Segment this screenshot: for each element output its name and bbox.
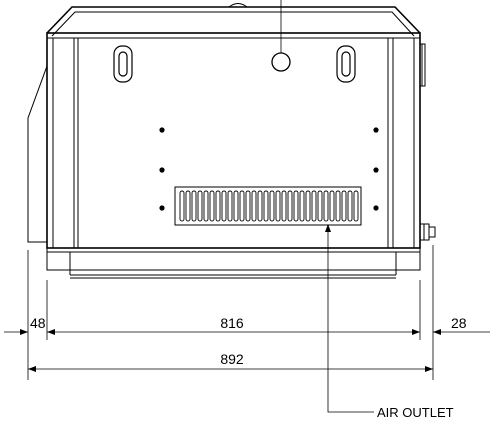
louvre-slot [353, 190, 359, 222]
louvre-slot [305, 190, 311, 222]
fuel-connector-cap [428, 226, 436, 238]
exhaust-port [271, 52, 291, 72]
louvre-slot [335, 190, 341, 222]
louvre-slot [179, 190, 185, 222]
louvre-slot [251, 190, 257, 222]
louvre-slot [329, 190, 335, 222]
louvre-slot [275, 190, 281, 222]
louvre-slot [245, 190, 251, 222]
louvre-slot [203, 190, 209, 222]
louvre-slot [323, 190, 329, 222]
louvre-slot [293, 190, 299, 222]
bolt-dot [373, 205, 379, 211]
bolt-dot [159, 167, 165, 173]
louvre-slot [317, 190, 323, 222]
dimension-arrows [20, 329, 441, 372]
louvre-slot [191, 190, 197, 222]
louvre-slot [185, 190, 191, 222]
louvre-slot [239, 190, 245, 222]
louvre-slot [215, 190, 221, 222]
enclosure-roof-outline [46, 6, 421, 34]
air-outlet-leader-line [327, 226, 374, 413]
louvre-slot [209, 190, 215, 222]
louvre-slot [299, 190, 305, 222]
arrowhead [47, 329, 55, 335]
enclosure-roof-inner-line [51, 11, 415, 37]
door-handle-left [113, 45, 133, 83]
arrowhead [433, 329, 441, 335]
arrowhead [28, 366, 36, 372]
enclosure-body [46, 32, 421, 249]
louvre-slot [221, 190, 227, 222]
air-outlet-callout: AIR OUTLET [377, 405, 454, 420]
louvre-slot [281, 190, 287, 222]
leader-lines [280, 0, 374, 413]
louvre-slot [197, 190, 203, 222]
louvre-slot [263, 190, 269, 222]
dim-label-inner-width: 816 [220, 315, 244, 331]
arrowhead [425, 366, 433, 372]
louvre-slot [227, 190, 233, 222]
bolt-dot [159, 205, 165, 211]
left-side-panel [27, 33, 48, 243]
door-handle-right [336, 45, 356, 83]
louvre-slot [311, 190, 317, 222]
mounting-bolts [159, 127, 379, 211]
base-skid [46, 247, 421, 271]
air-outlet-louvre-panel [174, 186, 362, 226]
louvre-slot [347, 190, 353, 222]
louvre-slot [269, 190, 275, 222]
louvre-frame [174, 186, 362, 226]
louvre-slot [341, 190, 347, 222]
enclosure [27, 3, 436, 279]
air-outlet-leader-arrow [325, 224, 331, 232]
bolt-dot [159, 127, 165, 133]
dim-label-left-gap: 48 [30, 315, 46, 331]
dim-label-right-gap: 28 [451, 315, 467, 331]
bolt-dot [373, 127, 379, 133]
arrowhead [412, 329, 420, 335]
bolt-dot [373, 167, 379, 173]
dimensions [4, 245, 490, 380]
arrowhead [20, 329, 28, 335]
louvre-slot [257, 190, 263, 222]
louvre-slot [287, 190, 293, 222]
lifting-eye [228, 3, 248, 8]
louvre-slot [233, 190, 239, 222]
dim-label-overall-width: 892 [220, 351, 244, 367]
